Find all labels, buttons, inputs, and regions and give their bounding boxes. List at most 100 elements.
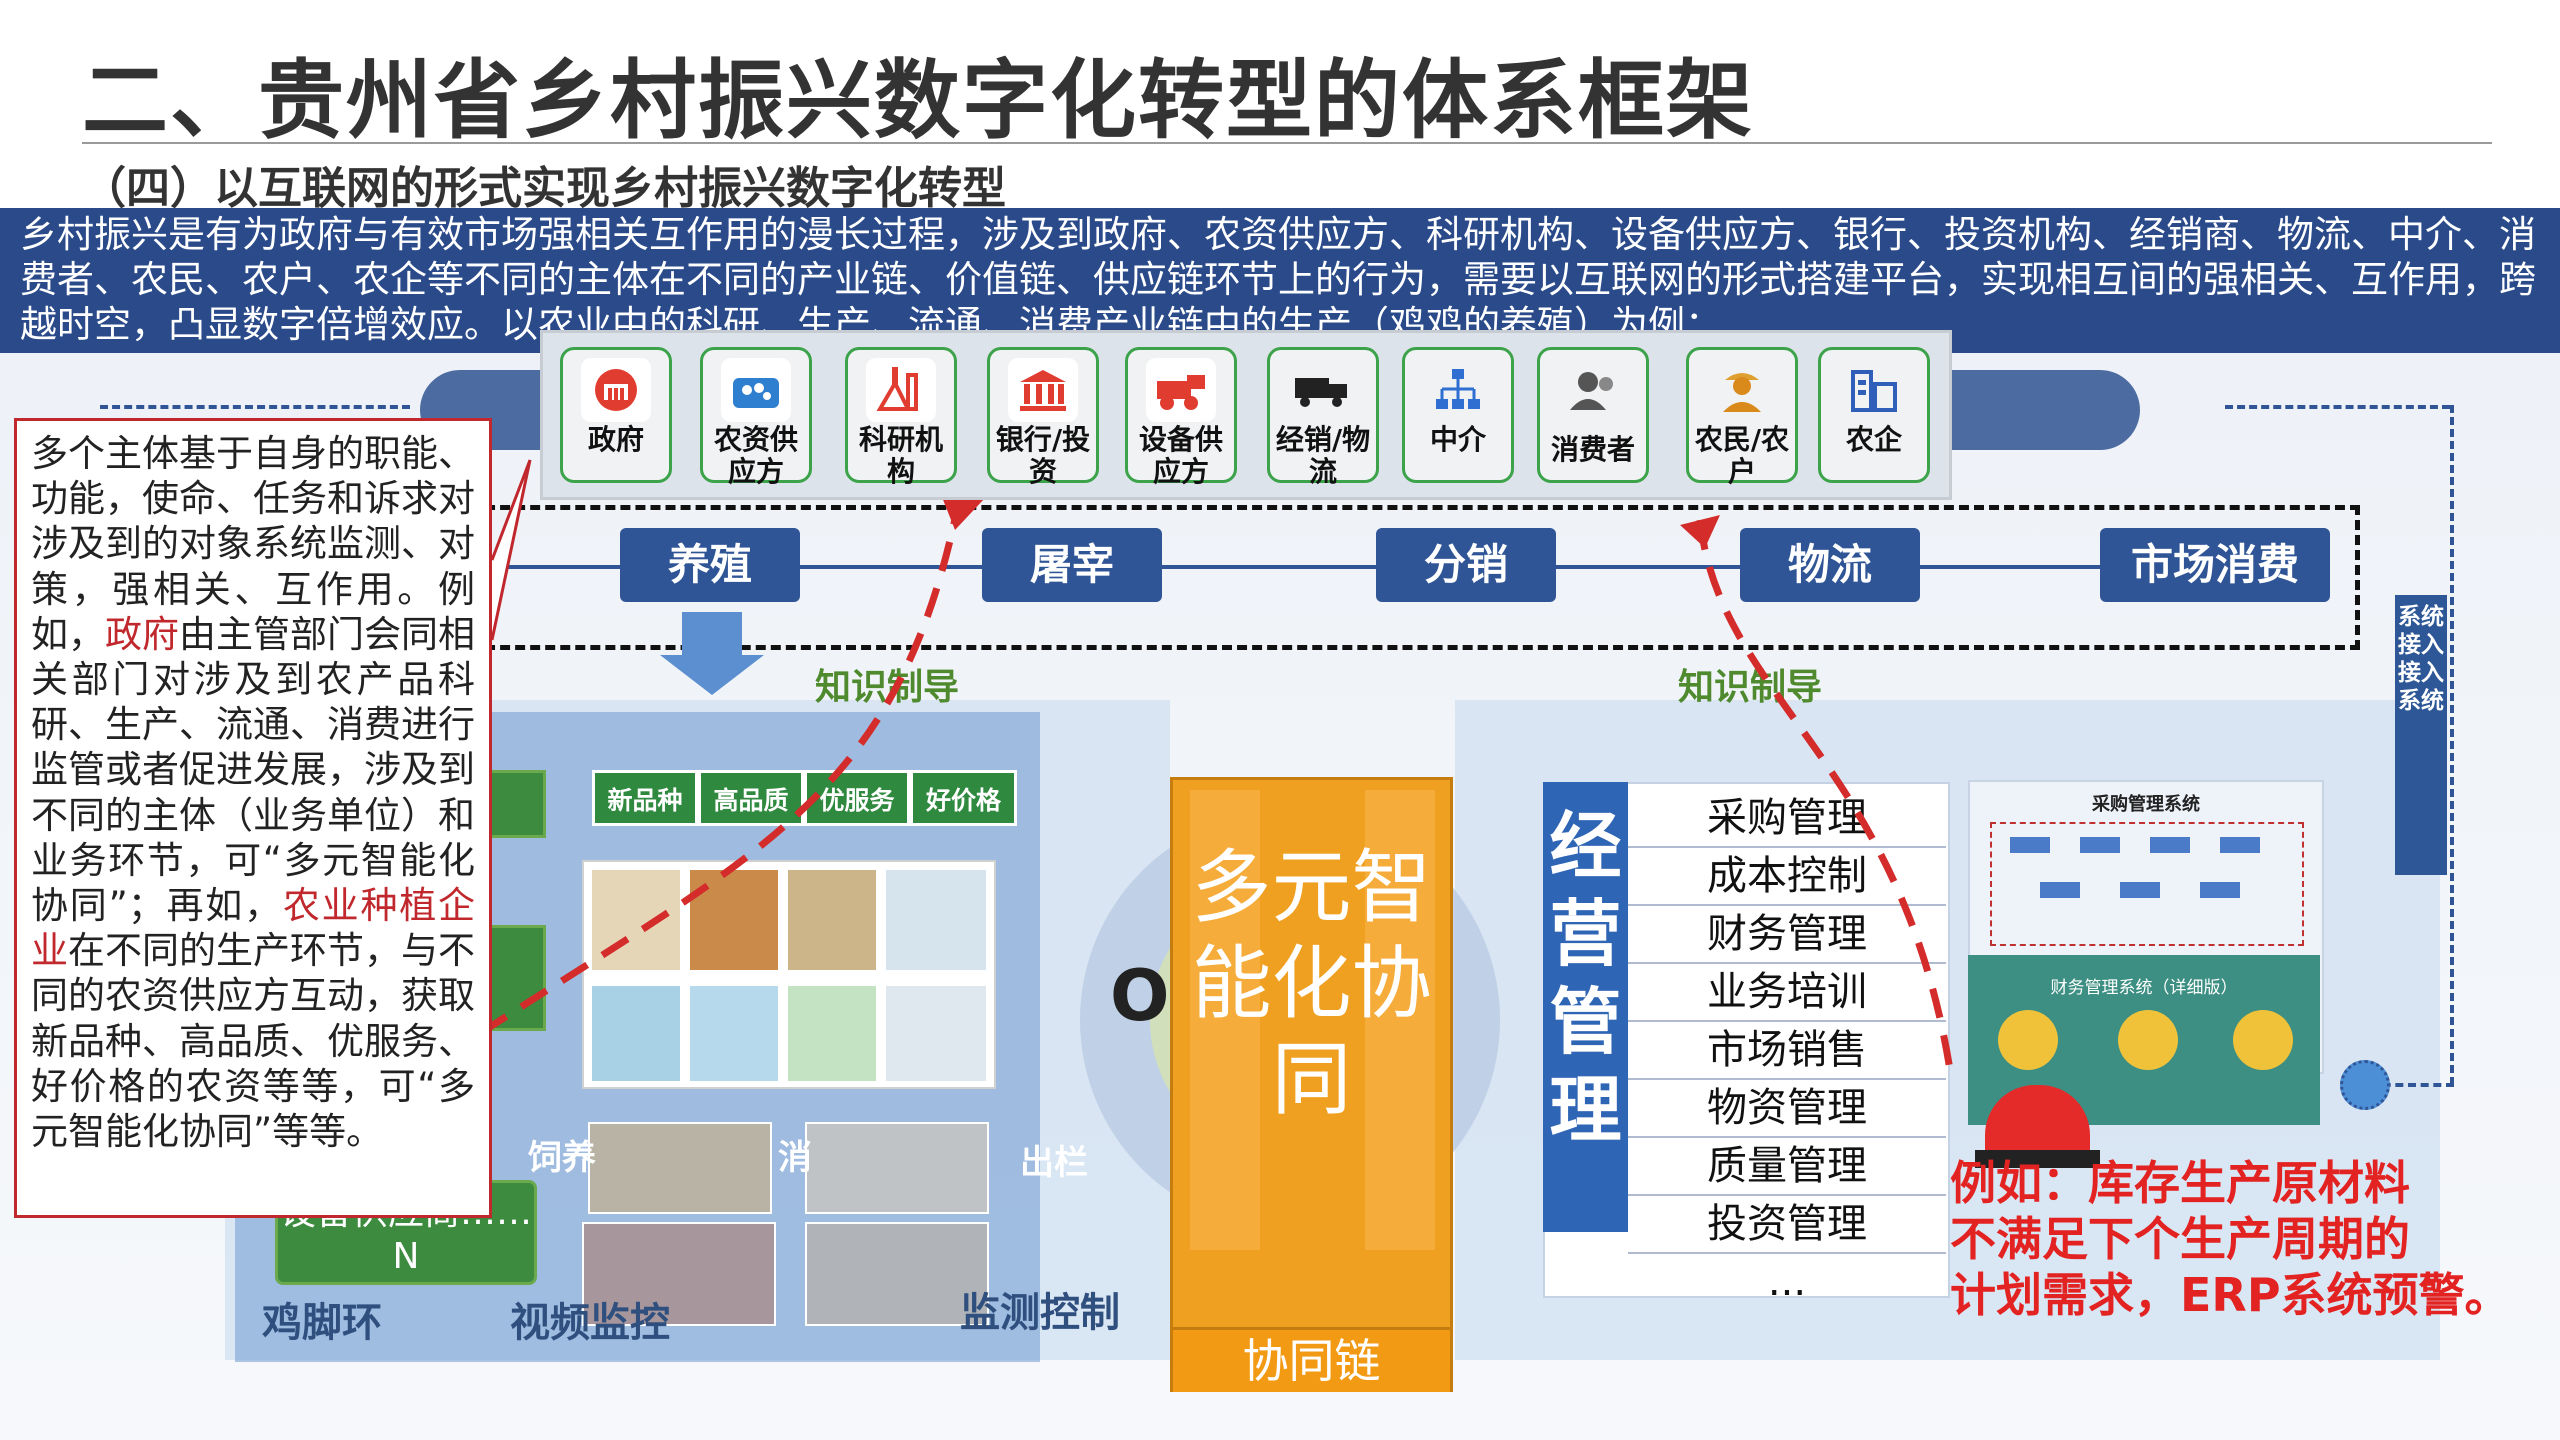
erp-note-line-2: 不满足下个生产周期的: [1950, 1212, 2410, 1266]
enterprise-icon: [1839, 358, 1909, 422]
bank-icon: [1008, 358, 1078, 422]
process-node: [2200, 882, 2240, 898]
stakeholder-label: 银行/投资: [995, 423, 1091, 488]
flow-connector-line: [480, 565, 2100, 569]
flow-step-breeding[interactable]: 养殖: [620, 528, 800, 602]
right-dashed-link: [2225, 405, 2450, 409]
lab-flask-icon: [866, 358, 936, 422]
mgmt-item-materials[interactable]: 物资管理: [1628, 1080, 1946, 1138]
stakeholder-government[interactable]: 政府: [560, 347, 672, 483]
stakeholder-consumer[interactable]: 消费者: [1537, 347, 1649, 483]
column-stripe-right: [1365, 790, 1435, 1250]
stakeholder-label: 政府: [587, 423, 644, 456]
management-title: 经营管理: [1543, 782, 1628, 1232]
product-listing-image: [582, 860, 996, 1089]
harvester-icon: [1146, 358, 1216, 422]
erp-warning-note: 例如：库存生产原材料 不满足下个生产周期的 计划需求，ERP系统预警。: [1950, 1155, 2511, 1323]
mgmt-item-sales[interactable]: 市场销售: [1628, 1022, 1946, 1080]
right-dashed-vertical: [2450, 405, 2454, 1085]
stakeholder-label: 中介: [1429, 423, 1486, 456]
side-label-feeding: 饲养: [528, 1138, 596, 1178]
chip-new-variety[interactable]: 新品种: [592, 770, 698, 826]
finance-module-icon: [1998, 1010, 2058, 1070]
product-thumb: [786, 984, 878, 1083]
stakeholder-logistics[interactable]: 经销/物流: [1267, 347, 1379, 488]
conveyor-photo: [588, 1122, 772, 1214]
flow-step-market[interactable]: 市场消费: [2100, 528, 2330, 602]
callout-emphasis-government: 政府: [105, 612, 179, 656]
callout-text-3: 在不同的生产环节，与不同的农资供应方互动，获取新品种、高品质、优服务、好价格的农…: [31, 929, 475, 1154]
stakeholder-agency[interactable]: 中介: [1402, 347, 1514, 483]
feeding-line-photo: [582, 1222, 776, 1326]
label-monitor-control: 监测控制: [960, 1290, 1120, 1336]
section-subtitle: （四）以互联网的形式实现乡村振兴数字化转型: [82, 163, 1006, 214]
flow-step-logistics[interactable]: 物流: [1740, 528, 1920, 602]
farm-supply-icon: [721, 358, 791, 422]
stakeholder-label: 农企: [1845, 423, 1902, 456]
stakeholder-bank[interactable]: 银行/投资: [987, 347, 1099, 488]
mgmt-item-investment[interactable]: 投资管理: [1628, 1196, 1946, 1254]
mgmt-item-more: ...: [1767, 1259, 1807, 1305]
consumer-icon: [1558, 358, 1628, 422]
down-arrow-icon: [660, 655, 764, 695]
side-label-disinfect: 消: [778, 1138, 812, 1178]
label-chicken-ring: 鸡脚环: [262, 1300, 382, 1346]
product-thumb: [884, 868, 988, 972]
stakeholder-label: 农民/农户: [1694, 423, 1790, 488]
page-title: 二、贵州省乡村振兴数字化转型的体系框架: [82, 51, 1754, 151]
explanation-callout: 多个主体基于自身的职能、功能，使命、任务和诉求对涉及到的对象系统监测、对策，强相…: [14, 418, 492, 1218]
government-building-icon: [581, 358, 651, 422]
process-node: [2010, 837, 2050, 853]
chip-good-price[interactable]: 好价格: [910, 770, 1017, 826]
stakeholder-research[interactable]: 科研机构: [845, 347, 957, 488]
stakeholder-farmer[interactable]: 农民/农户: [1686, 347, 1798, 488]
erp-note-line-3: 计划需求，ERP系统预警。: [1950, 1268, 2511, 1322]
flow-step-slaughter[interactable]: 屠宰: [982, 528, 1162, 602]
gear-burst-icon: [2340, 1060, 2390, 1110]
stakeholder-farm-supply[interactable]: 农资供应方: [700, 347, 812, 488]
stakeholder-enterprise[interactable]: 农企: [1818, 347, 1930, 483]
flow-step-distribution[interactable]: 分销: [1376, 528, 1556, 602]
process-node: [2120, 882, 2160, 898]
callout-text-2: 由主管部门会同相关部门对涉及到农产品科研、生产、流通、消费进行监管或者促进发展，…: [31, 612, 475, 928]
cage-photo: [805, 1122, 989, 1214]
system-access-tag: 系统接入 接入系统: [2395, 595, 2447, 875]
callout-emphasis-agri-enterprise: 农业种植企业: [31, 884, 476, 973]
label-video-monitor: 视频监控: [510, 1300, 670, 1346]
down-arrow-shaft: [682, 612, 742, 657]
collaboration-chain-label: 协同链: [1173, 1327, 1450, 1392]
product-thumb: [688, 984, 780, 1083]
side-label-outgoing: 出栏: [1020, 1143, 1088, 1183]
battery-cage-photo: [805, 1222, 989, 1326]
finance-module-icon: [2118, 1010, 2178, 1070]
product-thumb: [884, 984, 988, 1083]
right-dashed-return: [2370, 1083, 2454, 1087]
procurement-system-title: 采购管理系统: [2092, 794, 2200, 815]
mgmt-item-quality[interactable]: 质量管理: [1628, 1138, 1946, 1196]
alarm-light-icon: [1985, 1085, 2090, 1155]
process-node: [2150, 837, 2190, 853]
supply-chips: 新品种 高品质 优服务 好价格: [592, 770, 1017, 832]
arrowhead-left-icon: [940, 492, 985, 530]
stakeholder-label: 设备供应方: [1138, 423, 1223, 488]
column-stripe-left: [1190, 790, 1260, 1250]
knowledge-guidance-right: 知识制导: [1678, 667, 1823, 708]
mgmt-item-procurement[interactable]: 采购管理: [1628, 790, 1946, 848]
process-node: [2040, 882, 2080, 898]
arrowhead-right-icon: [1680, 515, 1720, 548]
stakeholder-equipment[interactable]: 设备供应方: [1125, 347, 1237, 488]
left-dashed-link: [100, 405, 410, 412]
stakeholder-label: 消费者: [1550, 433, 1635, 466]
chip-good-service[interactable]: 优服务: [804, 770, 910, 826]
finance-module-icon: [2233, 1010, 2293, 1070]
finance-system-title: 财务管理系统（详细版）: [2050, 978, 2238, 998]
mgmt-item-finance[interactable]: 财务管理: [1628, 906, 1946, 964]
product-thumb: [786, 868, 878, 972]
erp-note-line-1: 例如：库存生产原材料: [1950, 1156, 2410, 1210]
chip-high-quality[interactable]: 高品质: [698, 770, 804, 826]
title-divider: [82, 142, 2492, 144]
collaboration-title: 多元智能化协同: [1191, 841, 1432, 1126]
mgmt-item-training[interactable]: 业务培训: [1628, 964, 1946, 1022]
truck-icon: [1288, 358, 1358, 422]
